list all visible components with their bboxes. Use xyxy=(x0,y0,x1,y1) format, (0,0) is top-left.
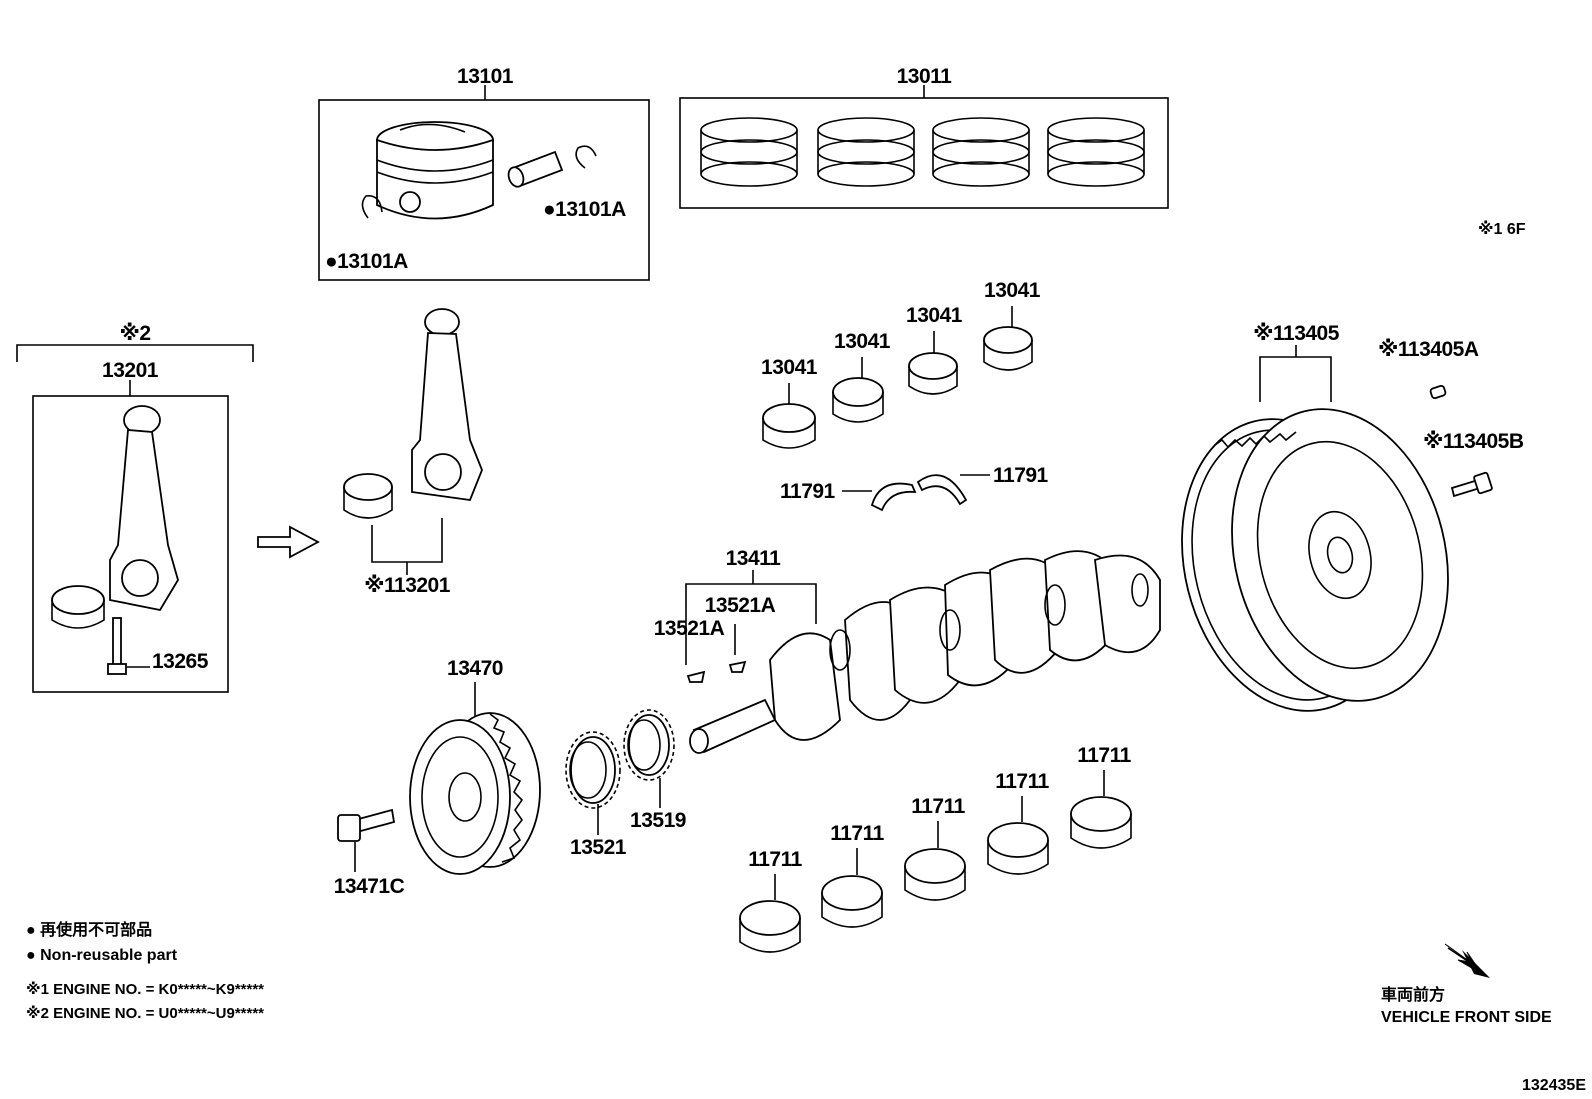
snap-ring-icon xyxy=(575,145,597,169)
flywheel-group xyxy=(1181,345,1493,712)
crank-sprocket-group xyxy=(565,709,675,835)
connecting-rod-icon xyxy=(109,405,179,612)
ring-set-icon xyxy=(1047,117,1145,187)
part-label-11711-d: 11711 xyxy=(995,770,1049,793)
snap-ring-icon xyxy=(361,195,383,219)
vehicle-front-arrow-shaft xyxy=(1447,947,1479,969)
dowel-pin-icon xyxy=(1429,384,1447,400)
timing-sprocket-icon xyxy=(565,731,621,809)
part-label-13011: 13011 xyxy=(897,65,953,88)
thrust-washer-icon xyxy=(916,474,968,506)
upper-bearing-group xyxy=(762,306,1033,449)
assembly-arrow-icon xyxy=(257,525,320,559)
flywheel-icon xyxy=(1181,408,1449,712)
flywheel-bolt-icon xyxy=(1450,471,1493,498)
part-label-11711-e: 11711 xyxy=(1077,744,1131,767)
vehicle-front-arrow-head xyxy=(1462,950,1490,978)
part-label-13201-mark: ※2 xyxy=(119,322,150,345)
bearing-shell-icon xyxy=(762,403,816,449)
part-label-13405a: ※113405A xyxy=(1378,338,1479,361)
bearing-shell-icon xyxy=(904,848,966,901)
direction-ja: 車両前方 xyxy=(1381,985,1445,1004)
part-label-13405b: ※113405B xyxy=(1423,430,1524,453)
crank-key-icon xyxy=(728,660,747,673)
legend-note-1: ※1 ENGINE NO. = K0*****~K9***** xyxy=(26,980,264,998)
note-6f: ※1 6F xyxy=(1478,220,1526,238)
bearing-shell-icon xyxy=(739,900,801,953)
direction-en: VEHICLE FRONT SIDE xyxy=(1381,1009,1552,1026)
part-label-13041-b: 13041 xyxy=(834,330,891,353)
part-label-13101: 13101 xyxy=(457,65,514,88)
bearing-shell-icon xyxy=(983,326,1033,371)
part-label-13265: 13265 xyxy=(152,650,209,673)
crank-pulley-icon xyxy=(409,712,541,875)
timing-sprocket-icon xyxy=(623,709,675,781)
thrust-washer-group xyxy=(842,474,990,512)
piston-ring-set xyxy=(679,85,1169,209)
pulley-bolt-icon xyxy=(337,808,396,842)
ring-set-icon xyxy=(817,117,915,187)
part-label-13471c: 13471C xyxy=(334,875,405,898)
rod-bolt-icon xyxy=(107,617,127,675)
crank-pulley-group xyxy=(337,682,541,875)
part-label-13411: 13411 xyxy=(726,547,782,570)
part-label-11791-left: 11791 xyxy=(780,480,836,503)
legend-en: ● Non-reusable part xyxy=(26,947,178,964)
legend-ja: ● 再使用不可部品 xyxy=(26,920,152,939)
part-label-13041-a: 13041 xyxy=(761,356,818,379)
part-label-11791-right: 11791 xyxy=(993,464,1049,487)
part-label-13521a-right: 13521A xyxy=(705,594,776,617)
thrust-washer-icon xyxy=(870,482,917,512)
piston-pin-icon xyxy=(507,150,564,188)
part-label-11711-a: 11711 xyxy=(748,848,802,871)
connecting-rod-group xyxy=(16,344,254,693)
piston-icon xyxy=(376,121,494,220)
part-label-13201: 13201 xyxy=(102,359,159,382)
part-label-13041-c: 13041 xyxy=(906,304,963,327)
ring-set-icon xyxy=(700,117,798,187)
crank-key-icon xyxy=(686,670,706,683)
bearing-shell-icon xyxy=(908,352,958,395)
part-label-13470: 13470 xyxy=(447,657,503,680)
bearing-shell-icon xyxy=(832,377,884,423)
part-label-13521a-left: 13521A xyxy=(654,617,725,640)
piston-group xyxy=(318,85,650,281)
crankshaft-icon xyxy=(689,550,1161,754)
lower-bearing-group xyxy=(739,770,1132,953)
assembled-connecting-rod xyxy=(343,308,483,575)
part-label-13041-d: 13041 xyxy=(984,279,1041,302)
part-label-13101a-right: ●13101A xyxy=(543,198,626,221)
part-label-13405: ※113405 xyxy=(1253,322,1340,345)
part-label-13201-sub: ※113201 xyxy=(364,574,451,597)
part-label-13101a-left: ●13101A xyxy=(325,250,408,273)
ring-set-icon xyxy=(932,117,1030,187)
bearing-shell-icon xyxy=(1070,796,1132,849)
bearing-shell-icon xyxy=(343,473,393,519)
diagram-code: 132435E xyxy=(1522,1077,1586,1094)
legend-note-2: ※2 ENGINE NO. = U0*****~U9***** xyxy=(26,1004,264,1022)
part-label-13521: 13521 xyxy=(570,836,627,859)
part-label-11711-b: 11711 xyxy=(830,822,884,845)
bearing-shell-icon xyxy=(987,822,1049,875)
crankshaft-group xyxy=(685,550,1161,754)
bearing-shell-icon xyxy=(51,585,105,629)
part-label-13519: 13519 xyxy=(630,809,686,832)
bearing-shell-icon xyxy=(821,875,883,928)
part-label-11711-c: 11711 xyxy=(911,795,965,818)
